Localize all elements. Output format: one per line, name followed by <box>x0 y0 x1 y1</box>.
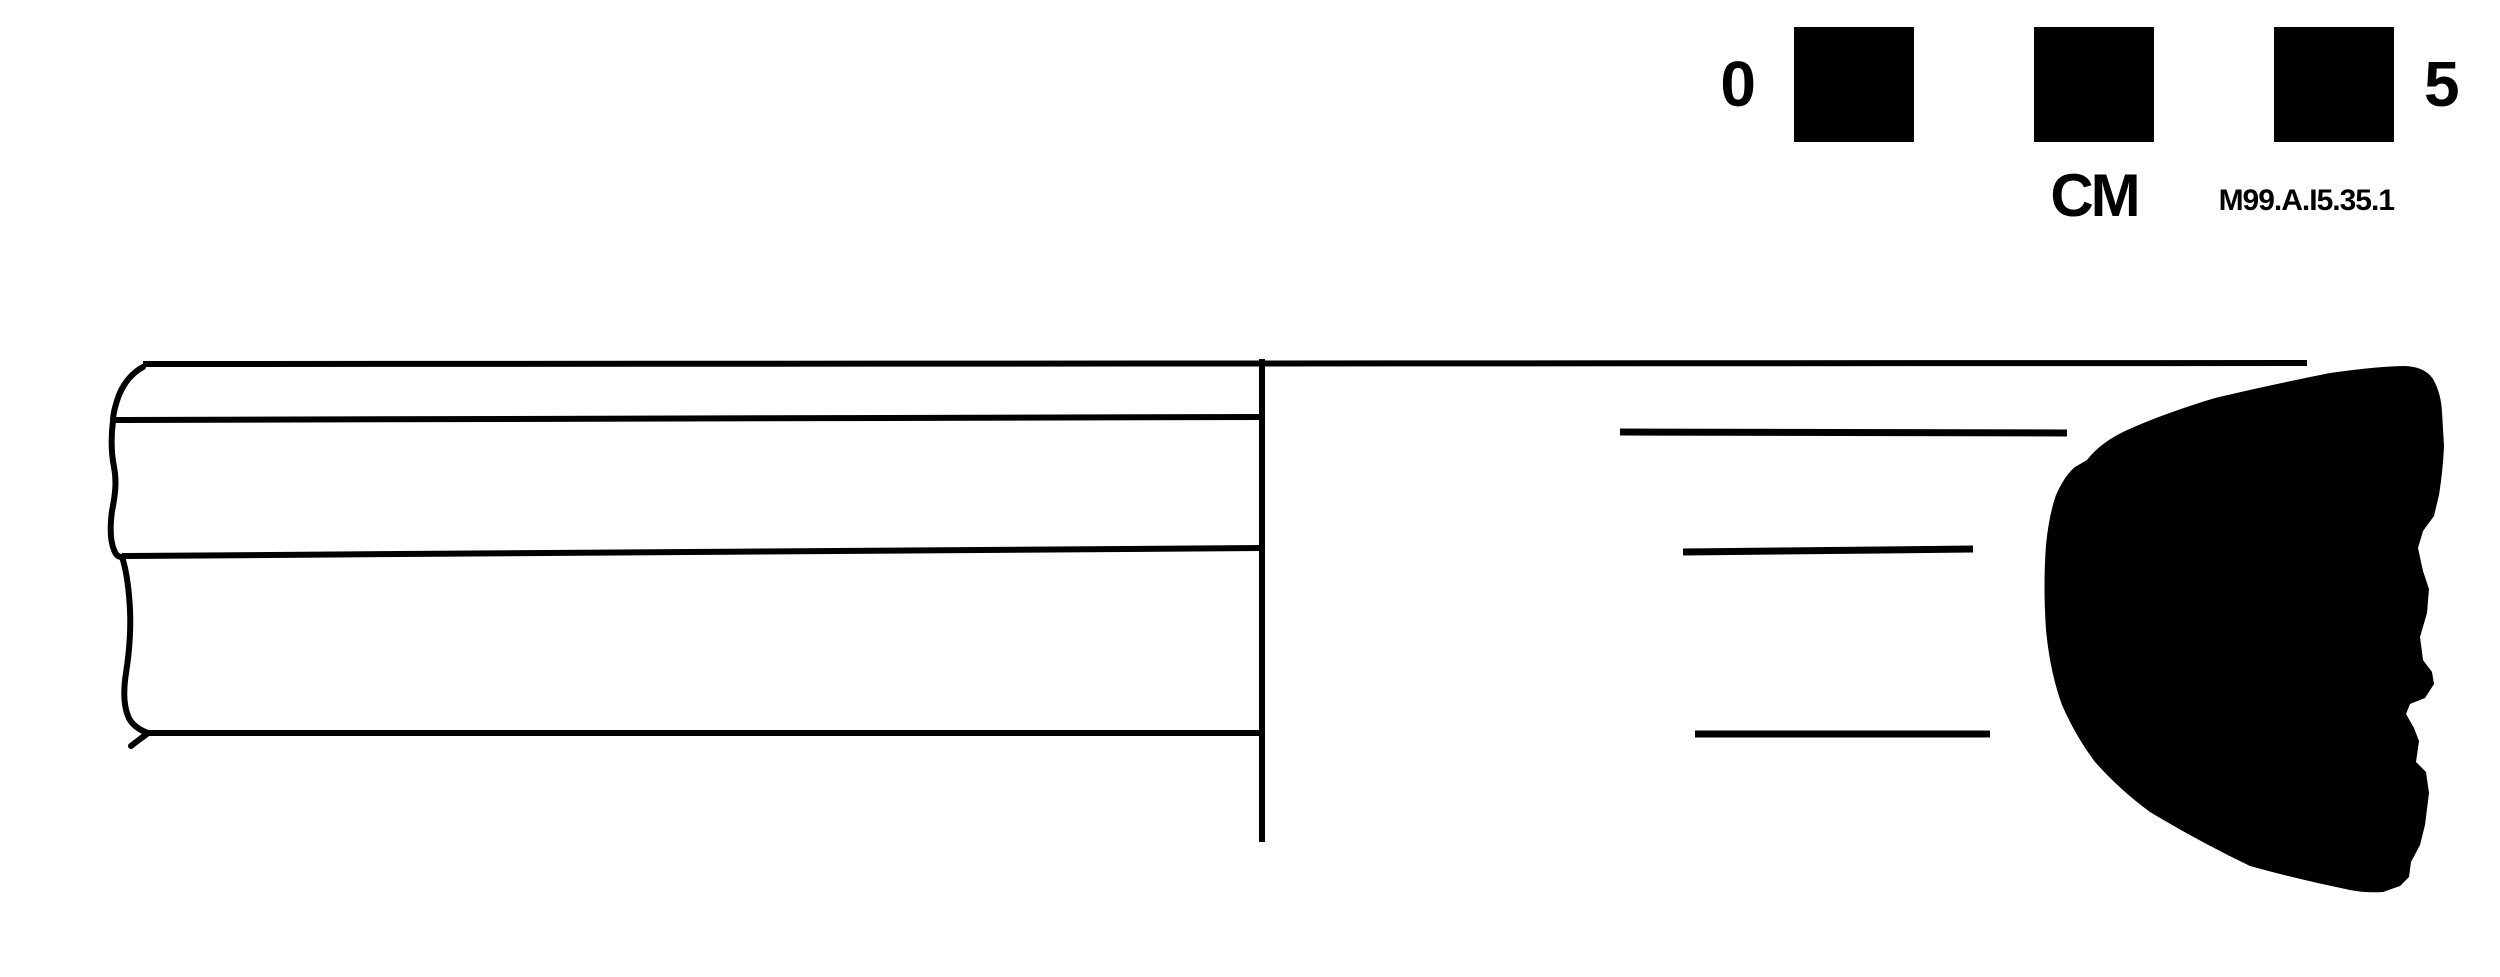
scale-bar-segment <box>2154 31 2274 138</box>
scale-bar-segment <box>1794 27 1914 142</box>
scale-end-label: 5 <box>2424 48 2460 120</box>
interior-surface-line-middle <box>1682 545 1974 556</box>
drawing-lines-layer <box>114 359 2308 842</box>
exterior-band-line-middle <box>121 545 1263 559</box>
section-profile-silhouette <box>2044 366 2444 893</box>
scale-unit-label: CM <box>2050 162 2140 229</box>
interior-surface-line-upper <box>1619 428 2068 437</box>
scale-bar-segment <box>2274 27 2394 142</box>
exterior-band-line-upper <box>114 414 1263 423</box>
rim-top-line <box>142 360 2308 367</box>
catalog-number: M99.A.I5.35.1 <box>2218 184 2395 217</box>
scale-bar-segment <box>1914 31 2034 138</box>
scale-start-label: 0 <box>1720 48 1756 120</box>
broken-edge-path <box>107 364 151 749</box>
scale-bar-segment <box>2034 27 2154 142</box>
scale-bar <box>1794 27 2394 142</box>
